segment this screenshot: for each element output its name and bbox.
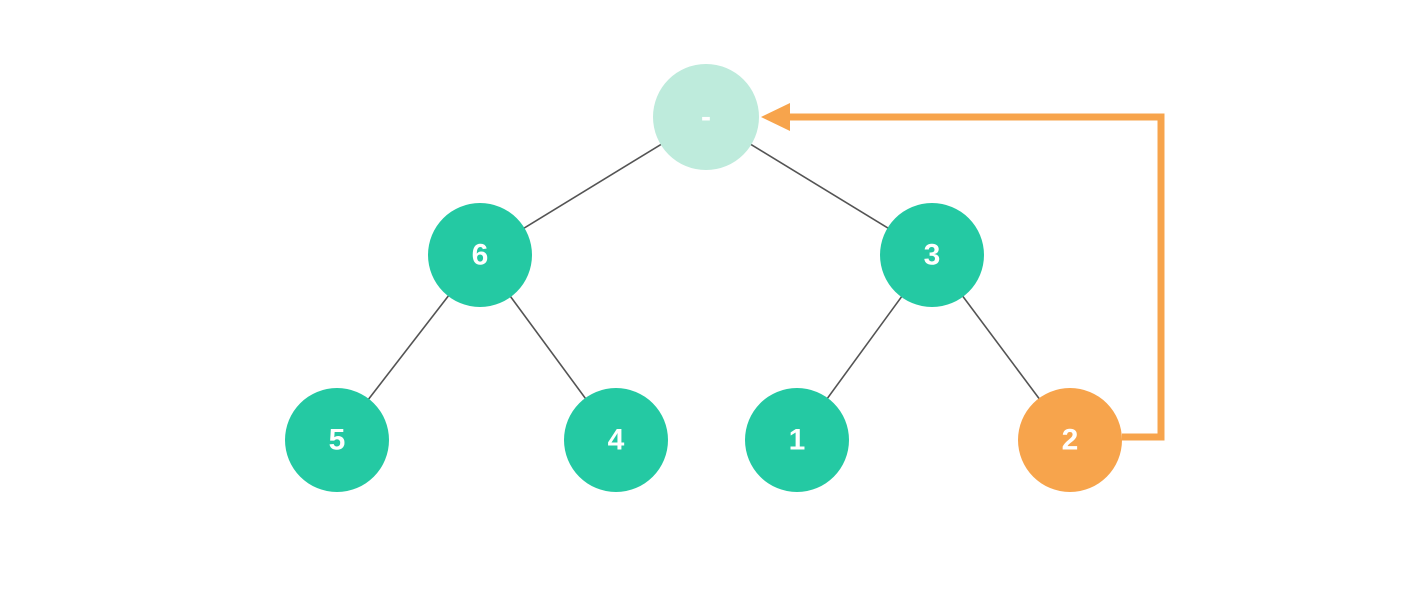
- tree-node-3: 3: [880, 203, 984, 307]
- tree-node-2: 2: [1018, 388, 1122, 492]
- tree-node-2-circle: [1018, 388, 1122, 492]
- tree-node-5-circle: [285, 388, 389, 492]
- tree-node-1: 1: [745, 388, 849, 492]
- return-arrow-group: [761, 103, 1165, 441]
- tree-node-6: 6: [428, 203, 532, 307]
- return-arrowhead-icon: [761, 103, 790, 131]
- tree-node-1-circle: [745, 388, 849, 492]
- tree-node-4: 4: [564, 388, 668, 492]
- tree-node-3-circle: [880, 203, 984, 307]
- tree-node-root-circle: [653, 64, 759, 170]
- tree-node-root: -: [653, 64, 759, 170]
- return-arrow-line: [789, 113, 1165, 441]
- tree-node-5: 5: [285, 388, 389, 492]
- tree-nodes: - 6 3 5 4 1: [285, 64, 1122, 492]
- tree-node-4-circle: [564, 388, 668, 492]
- tree-node-6-circle: [428, 203, 532, 307]
